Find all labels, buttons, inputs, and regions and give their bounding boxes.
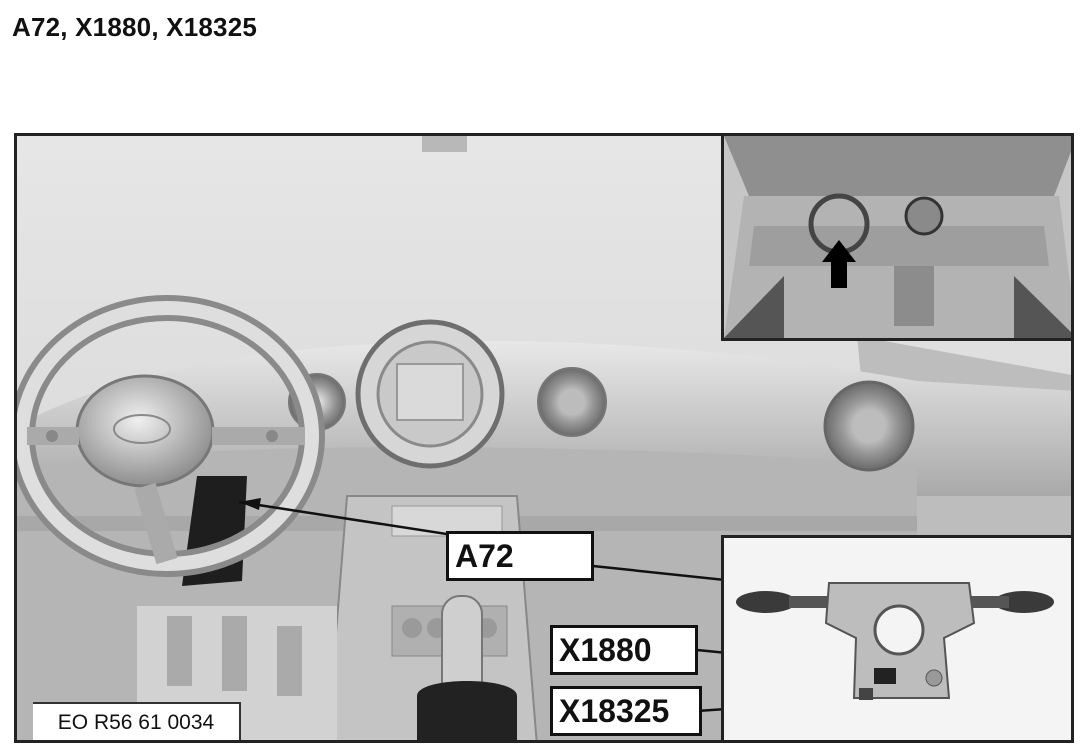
reference-code: EO R56 61 0034: [33, 702, 241, 740]
x1880-connector: [874, 668, 896, 684]
arrow-up-icon: [822, 240, 856, 288]
interior-overview-inset: [721, 136, 1071, 341]
x1880-callout: X1880: [550, 625, 698, 675]
x18325-callout: X18325: [550, 686, 702, 736]
page-title: A72, X1880, X18325: [12, 12, 258, 42]
interior-overview-drawing: [724, 136, 1071, 338]
a72-callout: A72: [446, 531, 594, 581]
rear-mirror-mount: [422, 136, 467, 152]
steering-column-switch-icon: [736, 582, 1054, 700]
switch-cluster-inset: [721, 535, 1071, 740]
dashboard-illustration: A72 X1880 X18325 EO R56 61 0034: [14, 133, 1074, 743]
switch-cluster-drawing: [724, 538, 1071, 740]
steering-wheel-icon: [17, 295, 325, 577]
x18325-connector: [859, 688, 873, 700]
